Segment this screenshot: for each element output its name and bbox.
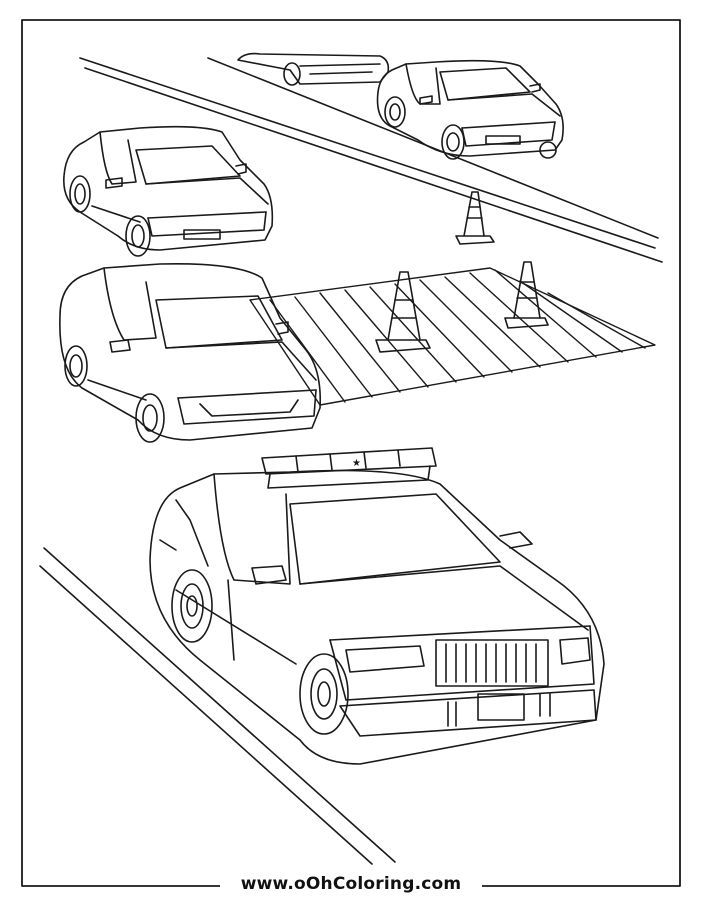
footer-website-link[interactable]: www.oOhColoring.com: [240, 874, 462, 894]
light-bar: ★: [261, 447, 437, 489]
traffic-cone-icon: [504, 261, 549, 329]
police-car-top-left: [63, 125, 274, 257]
sedan-middle: [59, 262, 322, 443]
footer-gap: [220, 878, 482, 894]
svg-text:★: ★: [352, 458, 361, 469]
crosswalk: [249, 267, 656, 406]
traffic-cone-icon: [375, 271, 431, 353]
traffic-cone-icon: [455, 191, 495, 245]
police-car-far-left: [237, 52, 390, 86]
police-car-far-right: [376, 59, 564, 160]
lower-road-lines: [39, 547, 396, 865]
upper-road-lines: [79, 57, 663, 263]
police-car-foreground: ★: [149, 447, 605, 765]
